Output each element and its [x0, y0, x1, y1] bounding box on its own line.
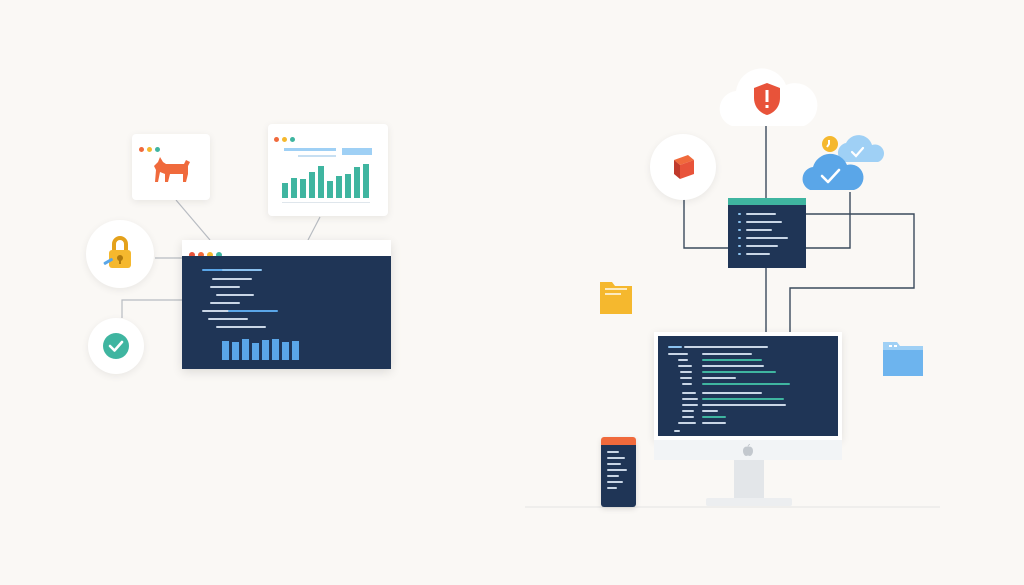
bar: [345, 174, 351, 198]
window-titlebar: [182, 240, 391, 258]
small-code-window: [728, 198, 806, 268]
bar: [272, 339, 279, 360]
bar: [300, 179, 306, 198]
code-window: [182, 240, 391, 369]
animal-icon: [154, 157, 190, 182]
bar: [309, 172, 315, 198]
bar: [327, 181, 333, 198]
cloud-check-icon: [802, 135, 884, 190]
analytics-bar-chart: [282, 164, 370, 198]
bar: [282, 183, 288, 198]
bar: [262, 340, 269, 360]
bar: [363, 164, 369, 198]
bar: [242, 339, 249, 360]
animal-card: [132, 134, 210, 200]
folder-icon: [600, 282, 632, 314]
bar: [232, 342, 239, 360]
bar: [282, 342, 289, 360]
monitor-screen: [654, 332, 842, 440]
cube-badge: [650, 134, 716, 200]
code-editor: [182, 256, 391, 369]
checkmark-icon: [103, 333, 129, 359]
check-badge: [88, 318, 144, 374]
bar: [252, 343, 259, 360]
mobile-phone-icon: [601, 437, 636, 507]
lock-badge: [86, 220, 154, 288]
cube-icon: [674, 155, 694, 179]
bar: [318, 166, 324, 198]
shield-alert-icon: [754, 83, 780, 115]
analytics-card: [268, 124, 388, 216]
bar: [336, 176, 342, 198]
desktop-monitor-icon: [654, 332, 842, 508]
bar: [292, 341, 299, 360]
padlock-icon: [103, 236, 131, 268]
bar: [291, 178, 297, 198]
bar: [354, 167, 360, 198]
code-bar-chart: [222, 338, 300, 360]
folder-icon: [883, 342, 923, 376]
bar: [222, 341, 229, 360]
